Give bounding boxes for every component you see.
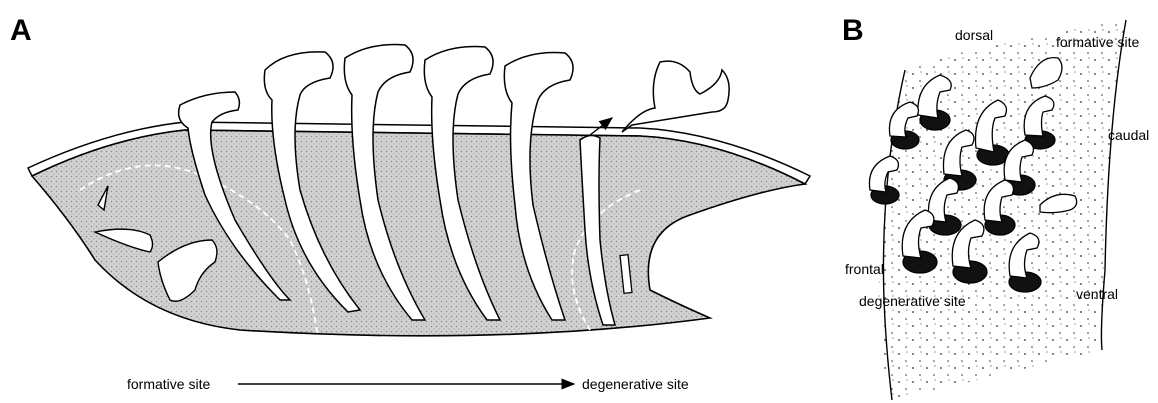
panel-a-illustration [28, 45, 810, 384]
formative-site-label: formative site [127, 377, 210, 391]
ventral-label: ventral [1076, 287, 1118, 301]
caudal-label: caudal [1108, 128, 1149, 142]
tissue-body [32, 130, 805, 336]
frontal-label: frontal [845, 262, 884, 276]
degenerative-site-b-label: degenerative site [859, 294, 966, 308]
degenerative-site-label: degenerative site [582, 377, 689, 391]
shed-tooth [622, 61, 729, 132]
tissue-sheet [879, 20, 1126, 400]
panel-b-illustration [869, 20, 1126, 400]
b-formative-site-label: formative site [1056, 35, 1139, 49]
dorsal-label: dorsal [955, 28, 993, 42]
